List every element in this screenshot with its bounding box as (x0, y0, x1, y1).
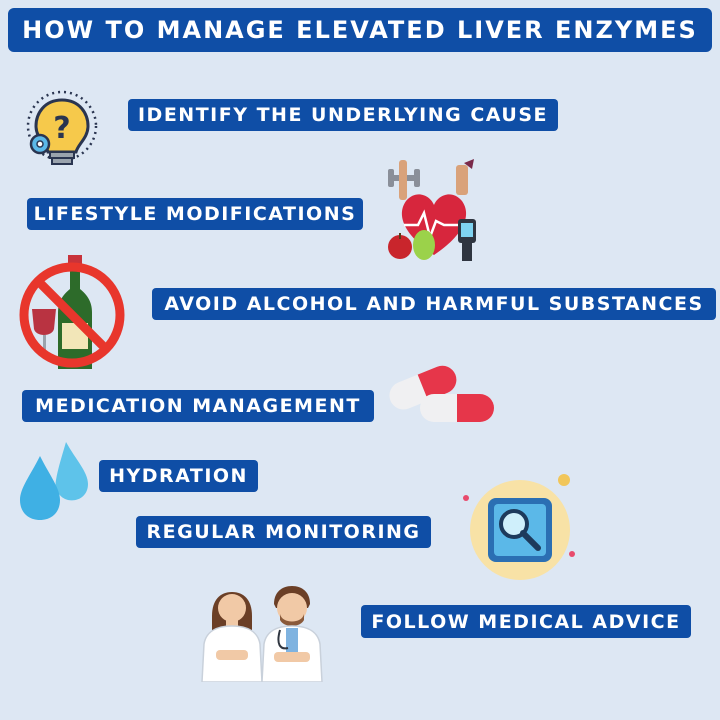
step-medication-management: MEDICATION MANAGEMENT (22, 390, 374, 422)
step-identify-cause: IDENTIFY THE UNDERLYING CAUSE (128, 99, 558, 131)
doctors-icon (196, 574, 324, 683)
magnifier-monitor-icon (458, 470, 582, 586)
svg-text:?: ? (53, 111, 70, 146)
step-lifestyle-modifications: LIFESTYLE MODIFICATIONS (27, 198, 363, 230)
step-hydration: HYDRATION (99, 460, 258, 492)
capsule-icon (386, 364, 496, 426)
step-regular-monitoring: REGULAR MONITORING (136, 516, 431, 548)
step-avoid-alcohol: AVOID ALCOHOL AND HARMFUL SUBSTANCES (152, 288, 716, 320)
no-alcohol-icon (16, 253, 128, 371)
step-follow-medical-advice: FOLLOW MEDICAL ADVICE (361, 605, 691, 638)
page-title: HOW TO MANAGE ELEVATED LIVER ENZYMES (8, 8, 712, 52)
lightbulb-question-icon: ? (20, 86, 100, 176)
fitness-heart-icon (384, 155, 484, 270)
water-drops-icon (18, 438, 90, 522)
